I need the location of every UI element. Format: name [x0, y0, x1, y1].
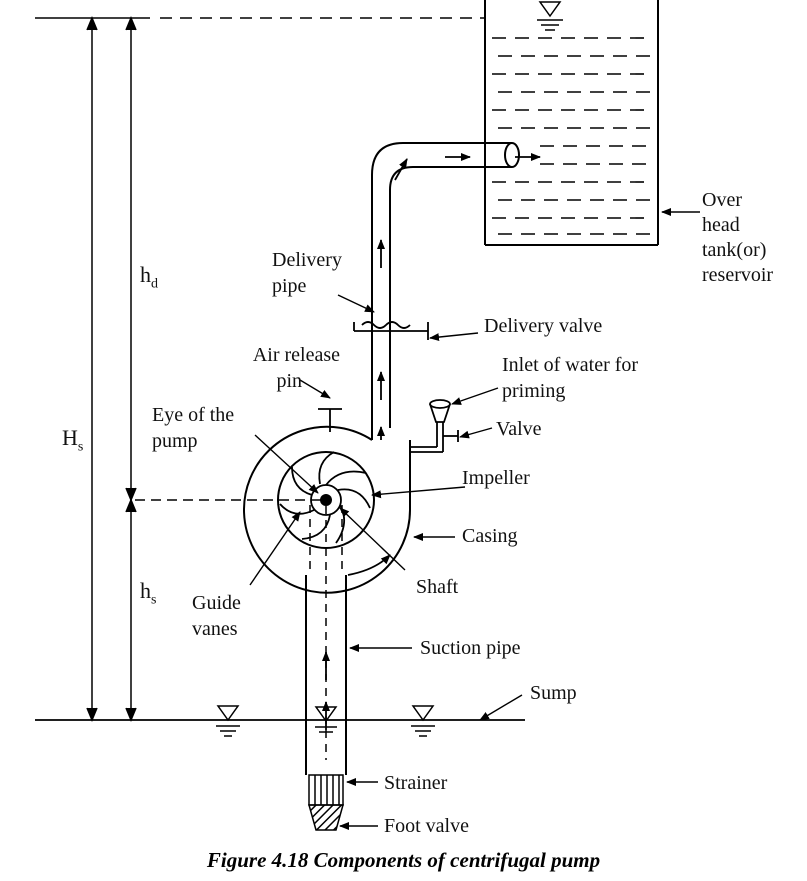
label-valve: Valve: [496, 418, 542, 440]
label-inlet-priming: Inlet of water for priming: [502, 354, 639, 402]
air-release-pin: [318, 408, 342, 432]
dimension-Hs: [86, 16, 98, 722]
symbol-hs: hs: [140, 578, 157, 608]
symbol-hd: hd: [140, 262, 158, 292]
dimension-hd: [125, 16, 137, 502]
label-impeller: Impeller: [462, 467, 530, 489]
label-guide-vanes: Guide vanes: [192, 592, 241, 640]
strainer: [308, 774, 344, 806]
figure-caption: Figure 4.18 Components of centrifugal pu…: [206, 848, 601, 872]
pump-casing: [243, 425, 411, 594]
label-eye-of-pump: Eye of the pump: [152, 404, 235, 452]
label-delivery-pipe: Delivery pipe: [272, 249, 342, 297]
impeller-vanes: [279, 451, 371, 544]
label-overhead-tank: Over head tank(or) reservoir: [702, 189, 774, 286]
pipe-outlet: [504, 142, 520, 168]
foot-valve: [308, 804, 344, 831]
tank-water-dashes: [492, 37, 650, 235]
label-delivery-valve: Delivery valve: [484, 315, 603, 337]
priming-funnel: [410, 399, 459, 453]
label-air-release-pin: Air release pin: [252, 344, 340, 392]
label-casing: Casing: [462, 525, 518, 547]
shaft-center: [320, 494, 332, 506]
casing-flow-arrows: [347, 554, 391, 576]
sump-level-symbols: [216, 705, 435, 737]
delivery-valve: [353, 321, 429, 340]
symbol-Hs: Hs: [62, 425, 84, 455]
tank-water-level-symbol: [537, 1, 563, 31]
label-shaft: Shaft: [416, 576, 459, 598]
label-sump: Sump: [530, 682, 577, 704]
label-foot-valve: Foot valve: [384, 815, 469, 837]
label-strainer: Strainer: [384, 772, 448, 794]
suction-pipe: [305, 575, 347, 775]
dimension-hs: [125, 498, 137, 722]
label-suction-pipe: Suction pipe: [420, 637, 521, 659]
delivery-pipe: [371, 142, 512, 440]
overhead-tank: [484, 0, 659, 246]
leader-lines: [249, 208, 700, 830]
